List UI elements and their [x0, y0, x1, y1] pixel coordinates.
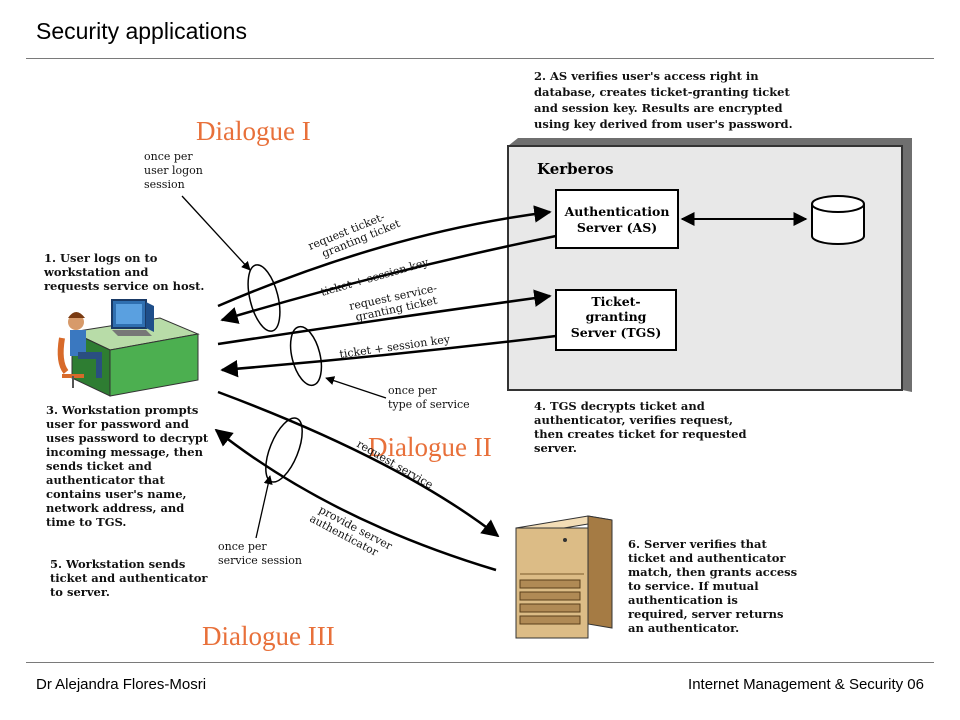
step-2-line: using key derived from user's password.	[534, 117, 793, 131]
slide-title: Security applications	[36, 18, 247, 44]
step-2-line: and session key. Results are encrypted	[534, 101, 783, 115]
step-3-line: uses password to decrypt	[46, 431, 209, 445]
pointer-service-type	[325, 376, 387, 399]
arrow-tgt-reply	[220, 234, 557, 324]
step-3-line: contains user's name,	[46, 487, 187, 501]
arrow-provide-authenticator	[214, 428, 497, 572]
kerberos-box: Kerberos	[507, 138, 912, 392]
footer-course: Internet Management & Security 06	[688, 676, 924, 693]
kerberos-title: Kerberos	[537, 160, 614, 178]
arrow-request-service	[217, 390, 500, 538]
session-ellipse-logon	[247, 264, 281, 332]
note-once-per-service-session: once per service session	[218, 540, 302, 567]
step-5-line: to server.	[50, 585, 110, 599]
note-once-per-service-type: once per type of service	[388, 384, 470, 411]
footer-divider	[26, 662, 934, 663]
step-3-line: user for password and	[46, 417, 189, 431]
server-icon	[515, 515, 613, 639]
as-label-2: Server (AS)	[577, 220, 657, 235]
note-line: session	[144, 178, 185, 191]
step-6-line: an authenticator.	[628, 621, 739, 635]
step-2-line: 2. AS verifies user's access right in	[534, 69, 759, 83]
step-3-line: incoming message, then	[46, 445, 204, 459]
step-6-line: match, then grants access	[628, 565, 797, 579]
step-1-line: 1. User logs on to	[44, 251, 158, 265]
label-sgt-reply: ticket + session key	[339, 332, 452, 360]
tgs-label-3: Server (TGS)	[571, 325, 662, 340]
pointer-service-session	[255, 475, 273, 539]
step-3-line: network address, and	[46, 501, 184, 515]
step-6-line: authentication is	[628, 593, 738, 607]
step-1-line: workstation and	[43, 265, 148, 279]
step-5-line: ticket and authenticator	[50, 571, 208, 585]
step-6-note: 6. Server verifies that ticket and authe…	[628, 537, 797, 635]
step-6-line: required, server returns	[628, 607, 783, 621]
step-3-line: 3. Workstation prompts	[46, 403, 198, 417]
step-4-line: server.	[534, 441, 577, 455]
step-4-line: authenticator, verifies request,	[534, 413, 733, 427]
tgs-label-1: Ticket-	[591, 294, 640, 309]
note-line: once per	[144, 150, 193, 163]
footer-author: Dr Alejandra Flores-Mosri	[36, 676, 207, 693]
step-5-line: 5. Workstation sends	[50, 557, 185, 571]
arrow-request-tgt	[217, 205, 552, 308]
as-label-1: Authentication	[564, 204, 670, 219]
pointer-logon	[181, 195, 251, 271]
session-ellipse-service	[265, 417, 303, 483]
step-2-line: database, creates ticket-granting ticket	[534, 85, 791, 99]
workstation-icon	[57, 299, 200, 397]
note-line: once per	[388, 384, 437, 397]
arrow-sgt-reply	[220, 334, 557, 378]
ticket-granting-server: Ticket- granting Server (TGS)	[555, 289, 677, 351]
database-icon	[811, 195, 865, 245]
dialogue-1-label: Dialogue I	[196, 116, 311, 146]
step-6-line: 6. Server verifies that	[628, 537, 767, 551]
step-4-note: 4. TGS decrypts ticket and authenticator…	[534, 399, 747, 455]
label-provide-authenticator: provide server authenticator	[307, 503, 395, 559]
step-3-note: 3. Workstation prompts user for password…	[46, 403, 209, 529]
step-4-line: 4. TGS decrypts ticket and	[534, 399, 705, 413]
note-line: user logon	[144, 164, 203, 177]
header-divider	[26, 58, 934, 59]
note-line: service session	[218, 554, 302, 567]
tgs-label-2: granting	[586, 309, 647, 324]
authentication-server: Authentication Server (AS)	[555, 189, 679, 249]
step-6-line: to service. If mutual	[628, 579, 759, 593]
step-5-note: 5. Workstation sends ticket and authenti…	[50, 557, 208, 599]
note-line: type of service	[388, 398, 470, 411]
arrow-request-sgt	[217, 289, 552, 346]
dialogue-2-label: Dialogue II	[368, 432, 492, 462]
dialogue-3-label: Dialogue III	[202, 621, 335, 651]
step-3-line: time to TGS.	[46, 515, 126, 529]
step-3-line: authenticator that	[46, 473, 165, 487]
step-1-line: requests service on host.	[44, 279, 204, 293]
step-1-note: 1. User logs on to workstation and reque…	[43, 251, 204, 293]
step-4-line: then creates ticket for requested	[534, 427, 747, 441]
step-2-note: 2. AS verifies user's access right in da…	[534, 69, 793, 131]
note-line: once per	[218, 540, 267, 553]
session-ellipse-service-type	[289, 325, 323, 387]
step-3-line: sends ticket and	[46, 459, 152, 473]
step-6-line: ticket and authenticator	[628, 551, 786, 565]
note-once-per-logon: once per user logon session	[144, 150, 203, 191]
